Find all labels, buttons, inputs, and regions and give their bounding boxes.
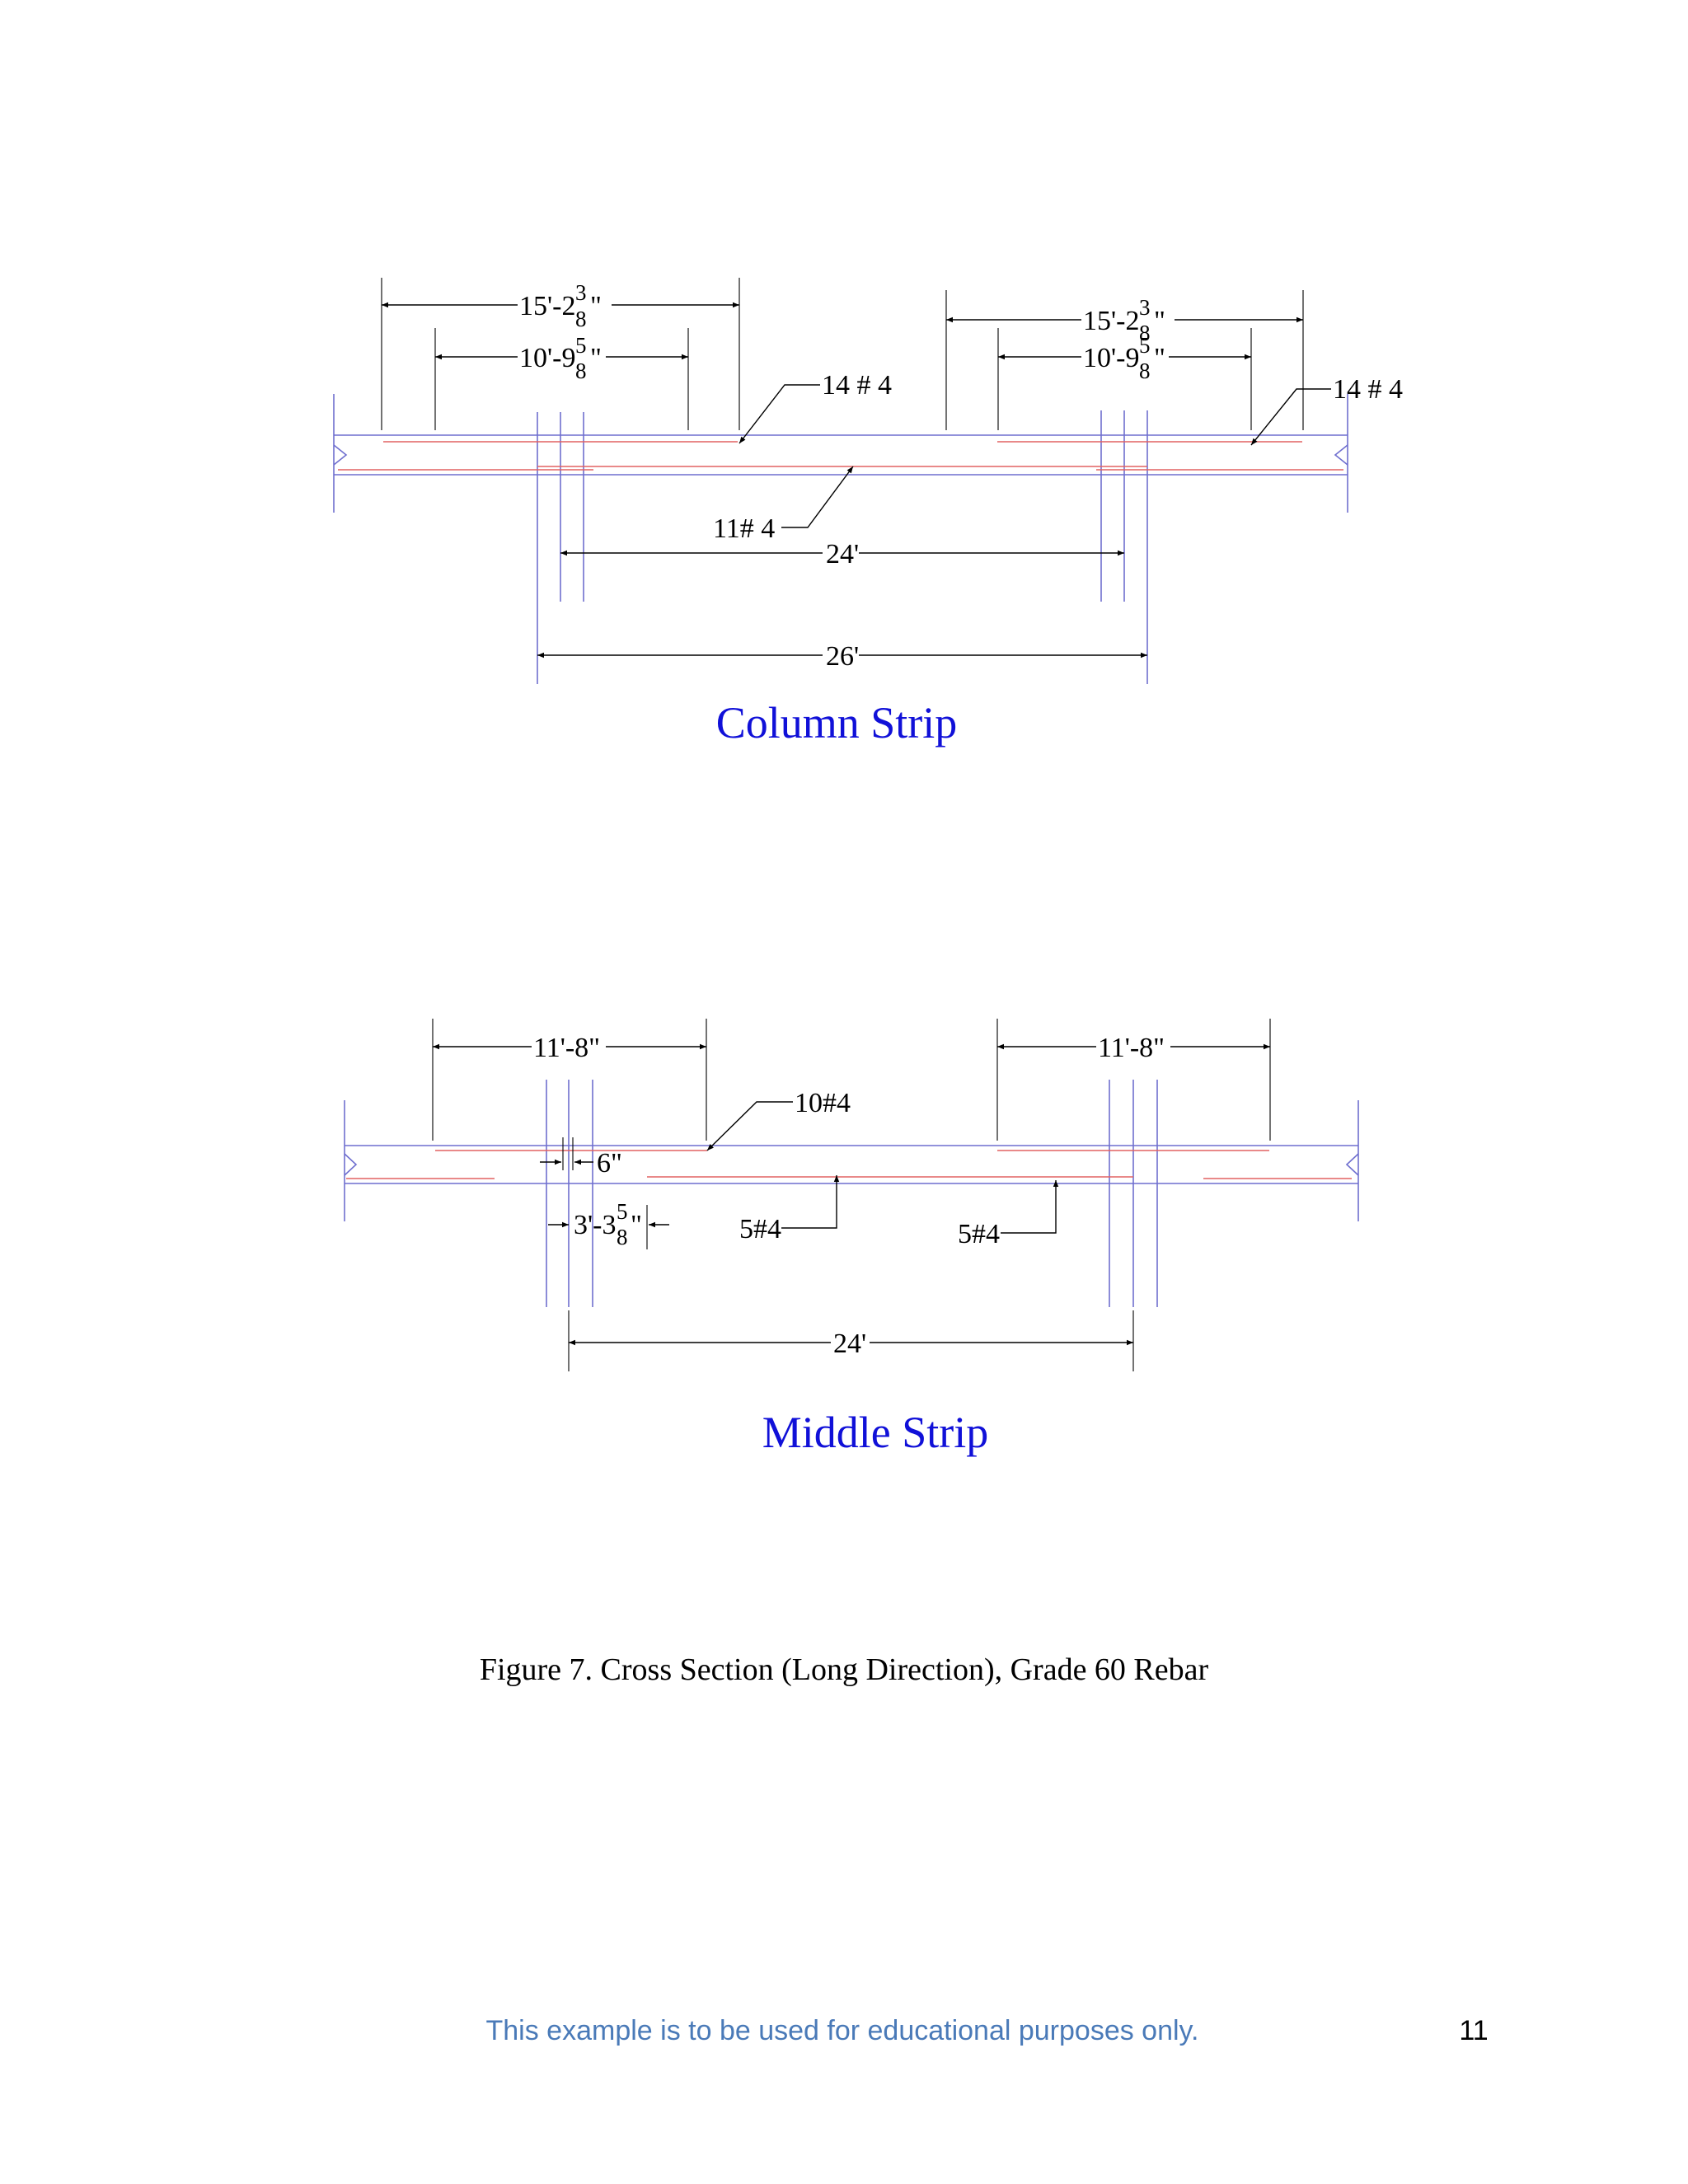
top-bar-left-leader: 14 # 4 bbox=[738, 370, 892, 444]
dim-second-right-num: 5 bbox=[1139, 333, 1151, 358]
top-bar-leader: 10#4 bbox=[706, 1088, 851, 1151]
dim-11-8-right-label: 11'-8" bbox=[1098, 1033, 1165, 1063]
page-number: 11 bbox=[1459, 2015, 1488, 2046]
dim-top-right: 15'-2 3 8 " bbox=[945, 290, 1304, 430]
top-bar-right-label: 14 # 4 bbox=[1333, 374, 1403, 405]
bottom-bar-left-leader: 5#4 bbox=[739, 1175, 840, 1244]
middle-strip-rebars bbox=[346, 1150, 1352, 1179]
top-bar-left-label: 14 # 4 bbox=[822, 370, 892, 401]
dim-top-left: 15'-2 3 8 " bbox=[381, 278, 740, 430]
dim-cutoff: 3'-3 5 8 " bbox=[548, 1199, 669, 1249]
dim-top-left-unit: " bbox=[590, 291, 602, 321]
middle-strip-slab bbox=[344, 1100, 1359, 1221]
figure-caption: Figure 7. Cross Section (Long Direction)… bbox=[480, 1652, 1209, 1687]
dim-second-right-den: 8 bbox=[1139, 359, 1151, 383]
bottom-bar-label: 11# 4 bbox=[713, 513, 775, 544]
dim-cutoff-unit: " bbox=[631, 1210, 642, 1240]
middle-span-label: 24' bbox=[833, 1329, 866, 1359]
dim-second-right-unit: " bbox=[1154, 343, 1165, 373]
middle-strip-diagram: 11'-8" 11'-8" 10#4 6" 3'-3 bbox=[344, 1019, 1359, 1457]
dim-second-left: 10'-9 5 8 " bbox=[434, 328, 689, 430]
dim-second-right: 10'-9 5 8 " bbox=[997, 328, 1252, 430]
dim-top-right-den: 8 bbox=[1139, 321, 1151, 345]
dim-middle-span: 24' bbox=[568, 1310, 1134, 1371]
dim-top-left-den: 8 bbox=[575, 307, 587, 331]
middle-strip-title: Middle Strip bbox=[762, 1408, 989, 1457]
span-total-label: 26' bbox=[826, 641, 859, 672]
column-strip-title: Column Strip bbox=[716, 698, 958, 748]
dim-second-left-den: 8 bbox=[575, 359, 587, 383]
bottom-bar-leader: 11# 4 bbox=[713, 466, 854, 544]
dim-cutoff-main: 3'-3 bbox=[574, 1210, 616, 1240]
bottom-bar-left-label: 5#4 bbox=[739, 1214, 781, 1244]
column-strip-diagram: 15'-2 3 8 " 10'-9 5 8 " 15'-2 3 8 " bbox=[333, 278, 1403, 748]
dim-11-8-right: 11'-8" bbox=[996, 1019, 1271, 1141]
dim-top-right-main: 15'-2 bbox=[1083, 306, 1139, 336]
middle-strip-columns bbox=[546, 1080, 1158, 1307]
dim-cutoff-num: 5 bbox=[617, 1199, 628, 1224]
dim-11-8-left: 11'-8" bbox=[432, 1019, 707, 1141]
dim-span-clear: 24' bbox=[560, 539, 1124, 569]
top-bar-label: 10#4 bbox=[795, 1088, 851, 1118]
column-strip-slab bbox=[333, 394, 1348, 513]
dim-6-inch-label: 6" bbox=[597, 1148, 622, 1179]
dim-cutoff-den: 8 bbox=[617, 1225, 628, 1249]
column-strip-columns bbox=[537, 410, 1148, 684]
dim-top-right-unit: " bbox=[1154, 306, 1165, 336]
column-strip-rebars bbox=[338, 441, 1343, 471]
bottom-bar-right-label: 5#4 bbox=[958, 1219, 1000, 1249]
dim-top-left-num: 3 bbox=[575, 280, 587, 305]
dim-second-left-main: 10'-9 bbox=[519, 343, 575, 373]
bottom-bar-right-leader: 5#4 bbox=[958, 1180, 1059, 1249]
dim-span-total: 26' bbox=[537, 641, 1147, 672]
top-bar-right-leader: 14 # 4 bbox=[1250, 374, 1403, 446]
dim-11-8-left-label: 11'-8" bbox=[533, 1033, 600, 1063]
dim-second-left-num: 5 bbox=[575, 333, 587, 358]
footer-disclaimer: This example is to be used for education… bbox=[486, 2015, 1199, 2046]
dim-top-left-main: 15'-2 bbox=[519, 291, 575, 321]
dim-6-inch: 6" bbox=[540, 1137, 622, 1179]
dim-second-right-main: 10'-9 bbox=[1083, 343, 1139, 373]
dim-top-right-num: 3 bbox=[1139, 295, 1151, 320]
dim-second-left-unit: " bbox=[590, 343, 602, 373]
span-clear-label: 24' bbox=[826, 539, 859, 569]
